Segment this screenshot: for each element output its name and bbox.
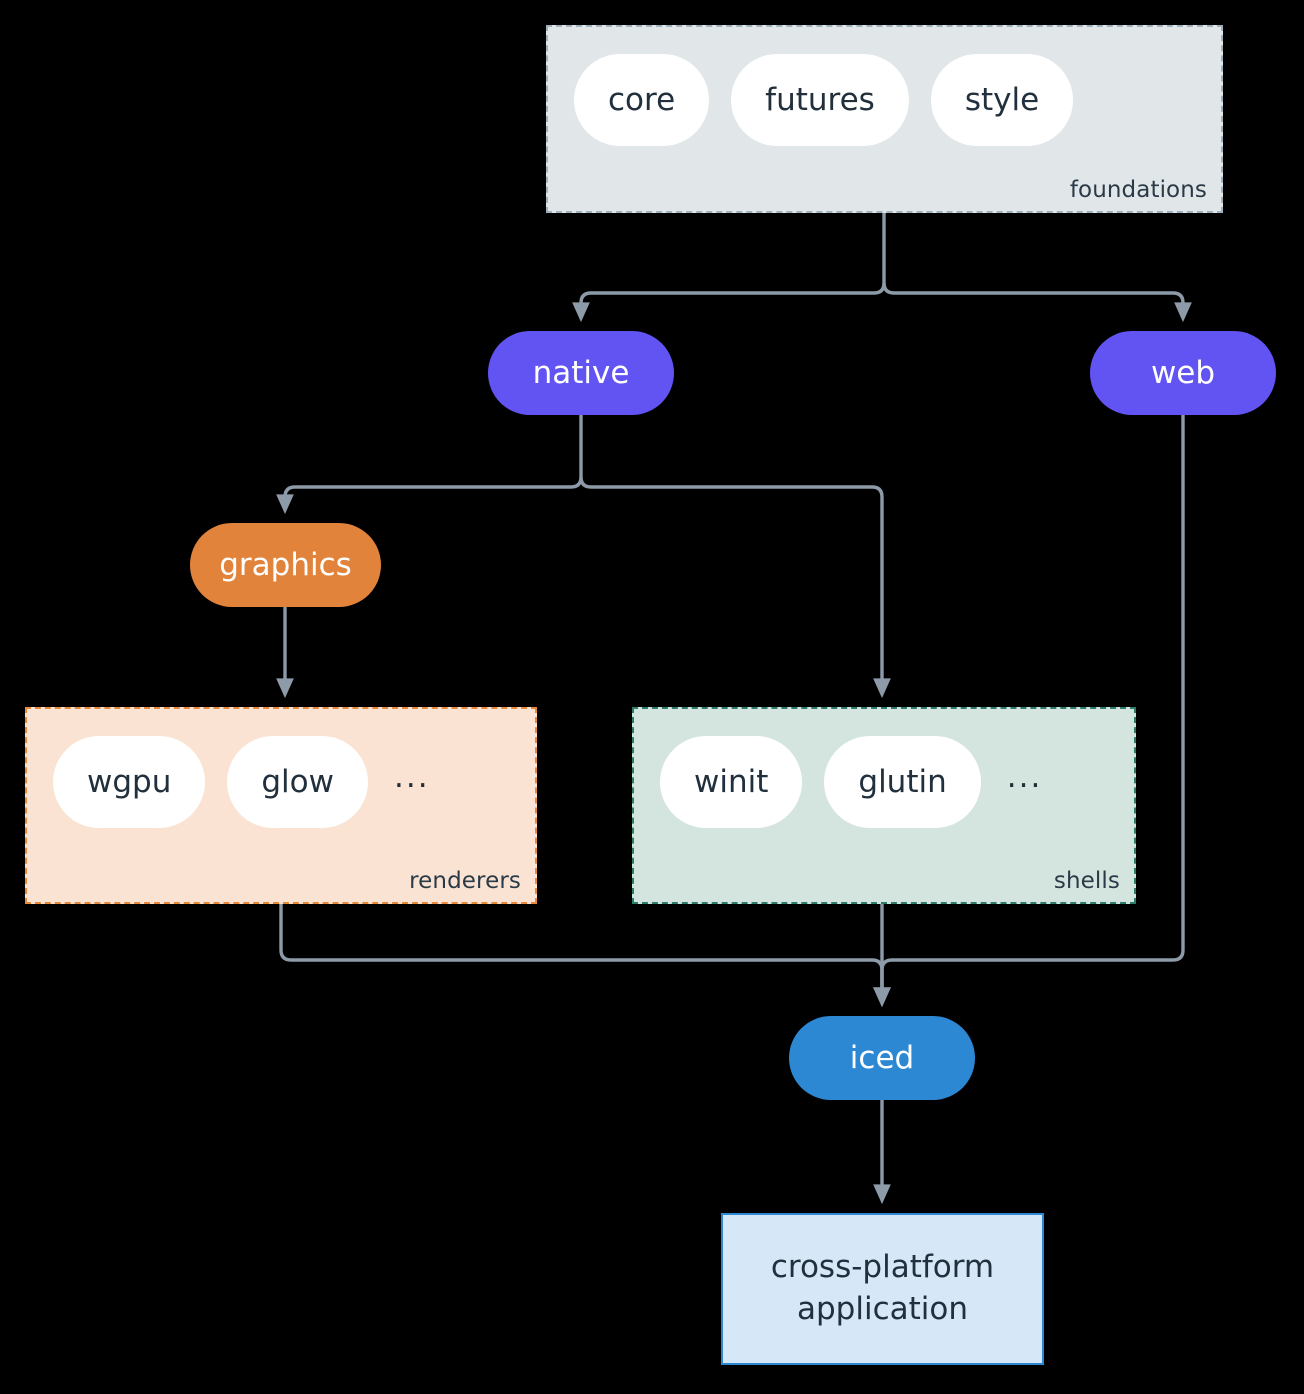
application-label-line1: cross-platform bbox=[770, 1249, 995, 1286]
edge-native-shells bbox=[579, 476, 891, 699]
module-wgpu-label: wgpu bbox=[87, 764, 172, 800]
edge-native-graphics bbox=[276, 415, 583, 515]
node-iced[interactable]: iced bbox=[789, 1016, 975, 1100]
module-wgpu[interactable]: wgpu bbox=[53, 736, 206, 828]
node-graphics-label: graphics bbox=[219, 547, 352, 583]
module-futures[interactable]: futures bbox=[731, 54, 909, 146]
group-shells-items: winit glutin ... bbox=[660, 736, 1042, 828]
renderers-ellipsis: ... bbox=[393, 758, 430, 795]
module-style[interactable]: style bbox=[930, 54, 1074, 146]
group-foundations: core futures style foundations bbox=[546, 25, 1223, 213]
node-web[interactable]: web bbox=[1090, 331, 1276, 415]
node-iced-label: iced bbox=[849, 1040, 915, 1076]
group-shells-label: shells bbox=[1053, 868, 1120, 894]
module-style-label: style bbox=[964, 82, 1040, 118]
edge-renderers-iced bbox=[279, 904, 891, 1008]
group-renderers-label: renderers bbox=[409, 868, 521, 894]
module-glutin-label: glutin bbox=[858, 764, 947, 800]
module-glutin[interactable]: glutin bbox=[824, 736, 981, 828]
group-renderers: wgpu glow ... renderers bbox=[25, 707, 537, 904]
node-native[interactable]: native bbox=[488, 331, 674, 415]
module-glow-label: glow bbox=[261, 764, 334, 800]
module-winit-label: winit bbox=[694, 764, 769, 800]
application-label-line2: application bbox=[797, 1291, 968, 1327]
module-glow[interactable]: glow bbox=[227, 736, 368, 828]
shells-ellipsis: ... bbox=[1006, 758, 1043, 795]
module-winit[interactable]: winit bbox=[660, 736, 803, 828]
group-shells: winit glutin ... shells bbox=[632, 707, 1136, 904]
node-cross-platform-application[interactable]: cross-platform application bbox=[721, 1213, 1044, 1365]
module-core[interactable]: core bbox=[574, 54, 710, 146]
node-web-label: web bbox=[1150, 355, 1216, 391]
node-native-label: native bbox=[532, 355, 630, 391]
group-foundations-label: foundations bbox=[1069, 177, 1207, 203]
node-graphics[interactable]: graphics bbox=[190, 523, 381, 607]
edge-foundations-native bbox=[572, 213, 886, 323]
module-core-label: core bbox=[608, 82, 676, 118]
module-futures-label: futures bbox=[765, 82, 875, 118]
group-foundations-items: core futures style bbox=[574, 54, 1074, 146]
group-renderers-items: wgpu glow ... bbox=[53, 736, 430, 828]
edge-foundations-web bbox=[882, 282, 1192, 323]
